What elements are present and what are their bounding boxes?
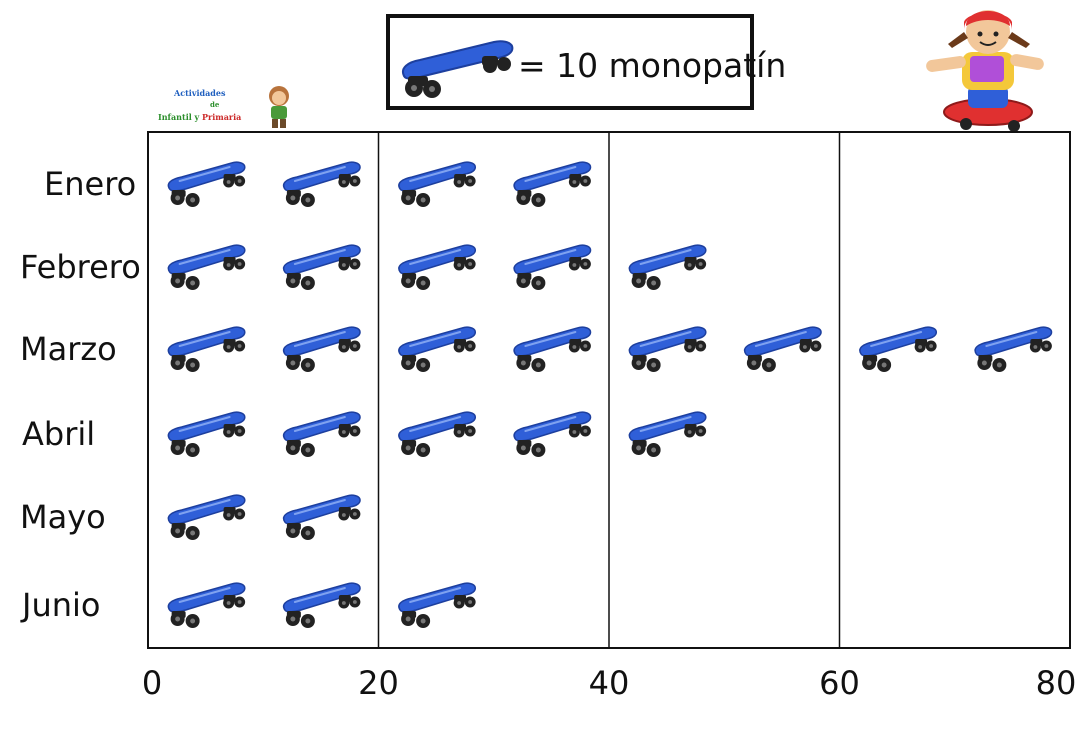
skateboard-mark bbox=[398, 326, 477, 372]
skateboard-mark bbox=[167, 411, 246, 457]
x-tick-label: 40 bbox=[588, 664, 630, 702]
skateboard-mark bbox=[513, 411, 592, 457]
skateboard-mark bbox=[513, 326, 592, 372]
row-label: Febrero bbox=[20, 248, 141, 286]
skateboard-mark bbox=[282, 326, 361, 372]
skateboard-mark bbox=[398, 244, 477, 290]
row-label: Mayo bbox=[20, 498, 106, 536]
brand-logo: Actividades de Infantil y Primaria bbox=[158, 84, 298, 132]
skateboard-mark bbox=[167, 161, 246, 207]
row-label: Marzo bbox=[20, 330, 117, 368]
skateboard-mark bbox=[167, 326, 246, 372]
skateboard-mark bbox=[167, 582, 246, 628]
skateboard-mark bbox=[282, 494, 361, 540]
skateboard-mark bbox=[167, 494, 246, 540]
row-label: Enero bbox=[44, 165, 137, 203]
skateboard-mark bbox=[167, 244, 246, 290]
skateboard-mark bbox=[398, 411, 477, 457]
skateboard-mark bbox=[513, 244, 592, 290]
row-label: Abril bbox=[22, 415, 96, 453]
x-tick-label: 60 bbox=[819, 664, 860, 702]
skateboard-mark bbox=[628, 411, 707, 457]
skateboard-mark bbox=[743, 326, 822, 372]
row-label: Junio bbox=[22, 586, 101, 624]
skateboard-icon bbox=[402, 40, 514, 98]
x-tick-label: 20 bbox=[358, 664, 399, 702]
plot-frame bbox=[147, 131, 1071, 649]
brand-line-3a: Infantil y bbox=[158, 112, 202, 122]
brand-line-3b: Primaria bbox=[202, 112, 242, 122]
skateboard-mark bbox=[398, 161, 477, 207]
x-tick-label: 80 bbox=[1035, 664, 1077, 702]
skateboard-mark bbox=[513, 161, 592, 207]
skateboard-mark bbox=[628, 244, 707, 290]
skateboard-mark bbox=[282, 411, 361, 457]
skateboard-mark bbox=[628, 326, 707, 372]
brand-line-3: Infantil y Primaria bbox=[158, 112, 241, 122]
x-tick-label: 0 bbox=[141, 664, 163, 702]
child-mascot-icon bbox=[269, 86, 289, 128]
skateboard-mark bbox=[974, 326, 1053, 372]
legend: = 10 monopatín bbox=[386, 14, 786, 110]
skateboard-mark bbox=[282, 161, 361, 207]
skater-girl-icon bbox=[926, 10, 1044, 132]
skateboard-mark bbox=[282, 244, 361, 290]
brand-line-1: Actividades bbox=[174, 88, 226, 98]
legend-text: = 10 monopatín bbox=[518, 46, 787, 85]
brand-line-2: de bbox=[210, 100, 220, 109]
skateboard-mark bbox=[859, 326, 938, 372]
skateboard-mark bbox=[282, 582, 361, 628]
skateboard-mark bbox=[398, 582, 477, 628]
